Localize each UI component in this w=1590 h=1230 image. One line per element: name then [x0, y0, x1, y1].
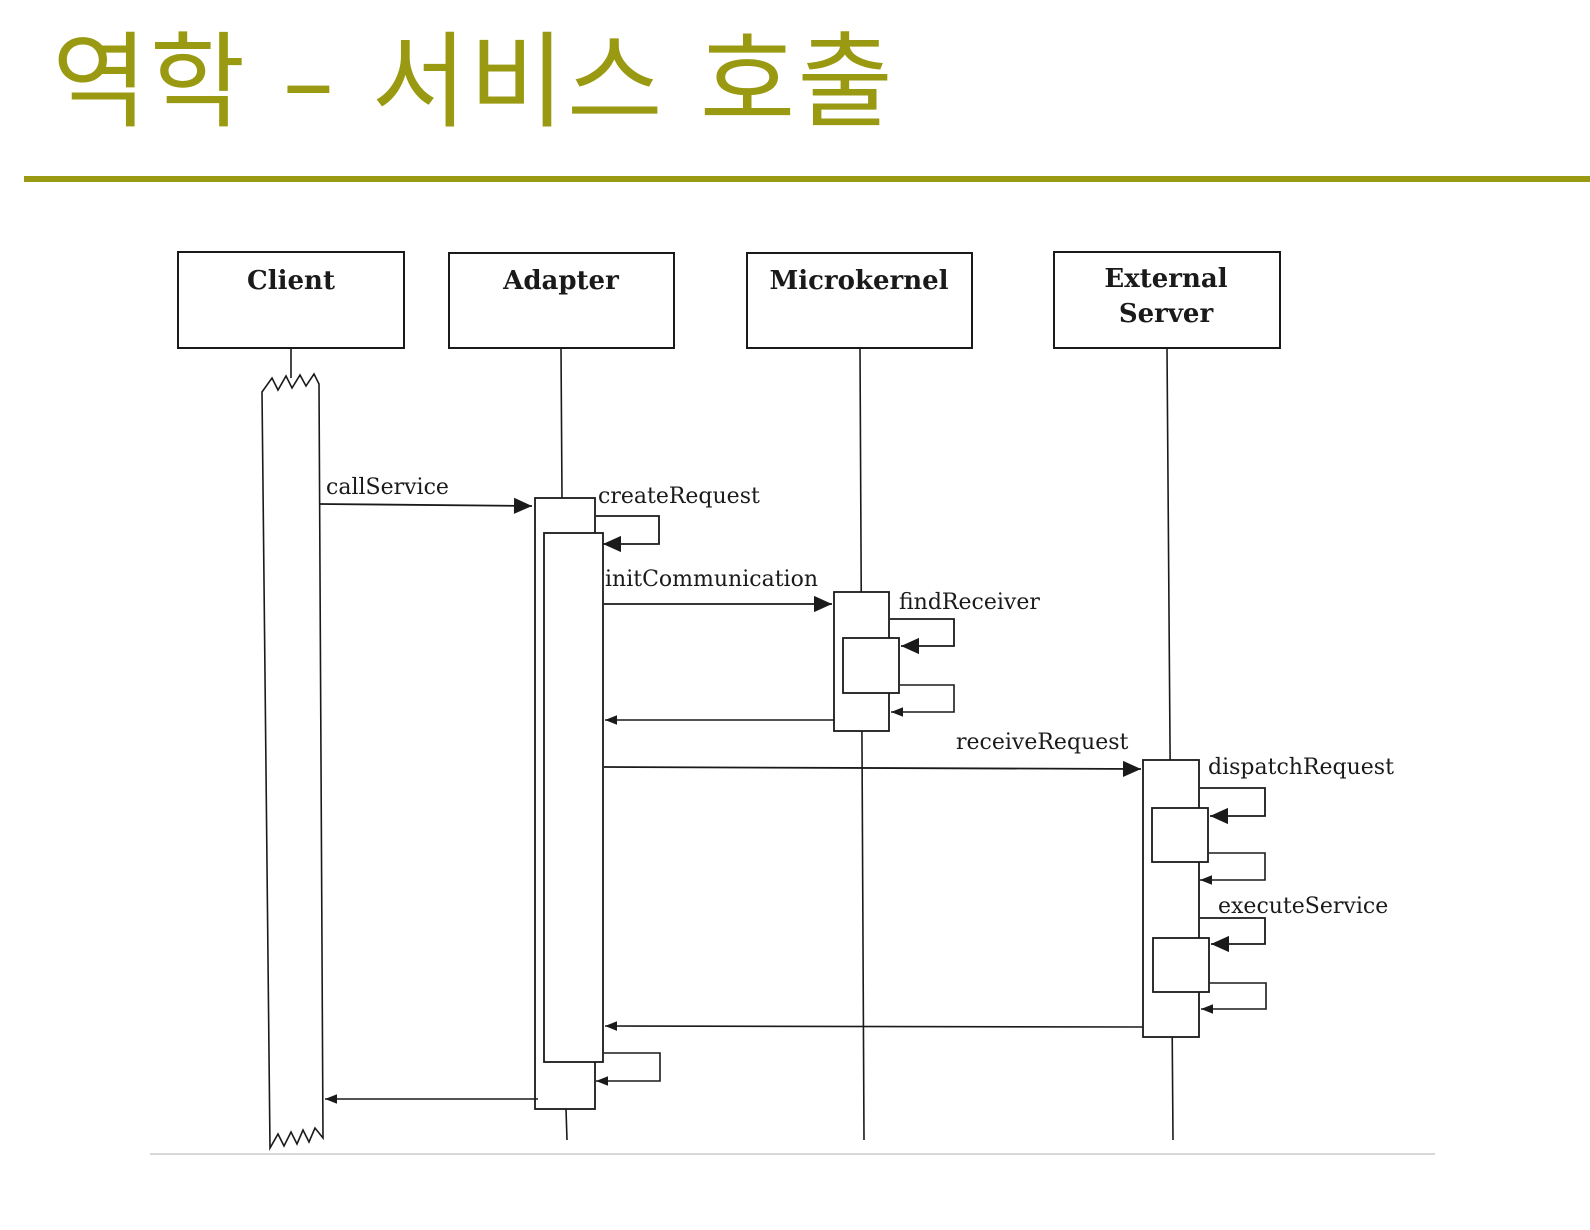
lifeline-box-client: [177, 251, 405, 349]
message-callService-arrow: [319, 497, 533, 514]
message-external-return: [604, 1021, 1144, 1031]
lifeline-box-microkernel: [746, 252, 973, 349]
message-findReceiver-return: [891, 684, 955, 717]
message-createRequest-arrow: [596, 515, 660, 553]
message-initCommunication-label: initCommunication: [605, 567, 818, 592]
bottom-divider: [150, 1153, 1435, 1155]
lifeline-external-server: External Server: [1053, 251, 1281, 349]
activation-client: [261, 372, 324, 1151]
message-executeService-return: [1201, 982, 1267, 1014]
message-receiveRequest-arrow: [603, 760, 1142, 778]
lifeline-box-external-server: [1053, 251, 1281, 349]
activation-dispatch-nested: [1151, 807, 1209, 863]
lifeline-line-adapter-upper: [560, 347, 563, 499]
lifeline-line-adapter-lower: [565, 1108, 568, 1141]
message-adapter-self-return: [596, 1052, 661, 1086]
message-dispatchRequest-arrow: [1200, 787, 1266, 825]
message-dispatchRequest-label: dispatchRequest: [1208, 755, 1394, 780]
activation-adapter-inner: [543, 532, 604, 1063]
activation-microkernel-nested: [842, 637, 900, 694]
message-executeService-label: executeService: [1218, 894, 1388, 919]
lifeline-box-adapter: [448, 252, 675, 349]
lifeline-label-server: Server: [1119, 299, 1214, 329]
lifeline-label-external: External: [1104, 264, 1227, 294]
message-dispatchRequest-return: [1200, 852, 1266, 885]
lifeline-label-adapter: Adapter: [502, 266, 619, 296]
lifeline-adapter: Adapter: [448, 252, 675, 349]
lifeline-client: Client: [177, 251, 405, 349]
message-findReceiver-label: findReceiver: [899, 590, 1040, 615]
lifeline-microkernel: Microkernel: [746, 252, 973, 349]
lifeline-label-microkernel: Microkernel: [769, 266, 948, 296]
message-receiveRequest-label: receiveRequest: [956, 730, 1129, 755]
lifeline-label-client: Client: [247, 266, 335, 296]
title-underline: [24, 176, 1590, 182]
slide-title: 역학 – 서비스 호출: [52, 21, 895, 143]
activation-execute-nested: [1152, 937, 1210, 993]
message-callService-label: callService: [326, 475, 449, 500]
activation-external-server: [1142, 759, 1200, 1038]
message-createRequest-label: createRequest: [598, 484, 760, 509]
message-executeService-arrow: [1200, 917, 1266, 953]
message-findReceiver-arrow: [890, 618, 955, 655]
lifeline-line-microkernel: [859, 347, 865, 1141]
